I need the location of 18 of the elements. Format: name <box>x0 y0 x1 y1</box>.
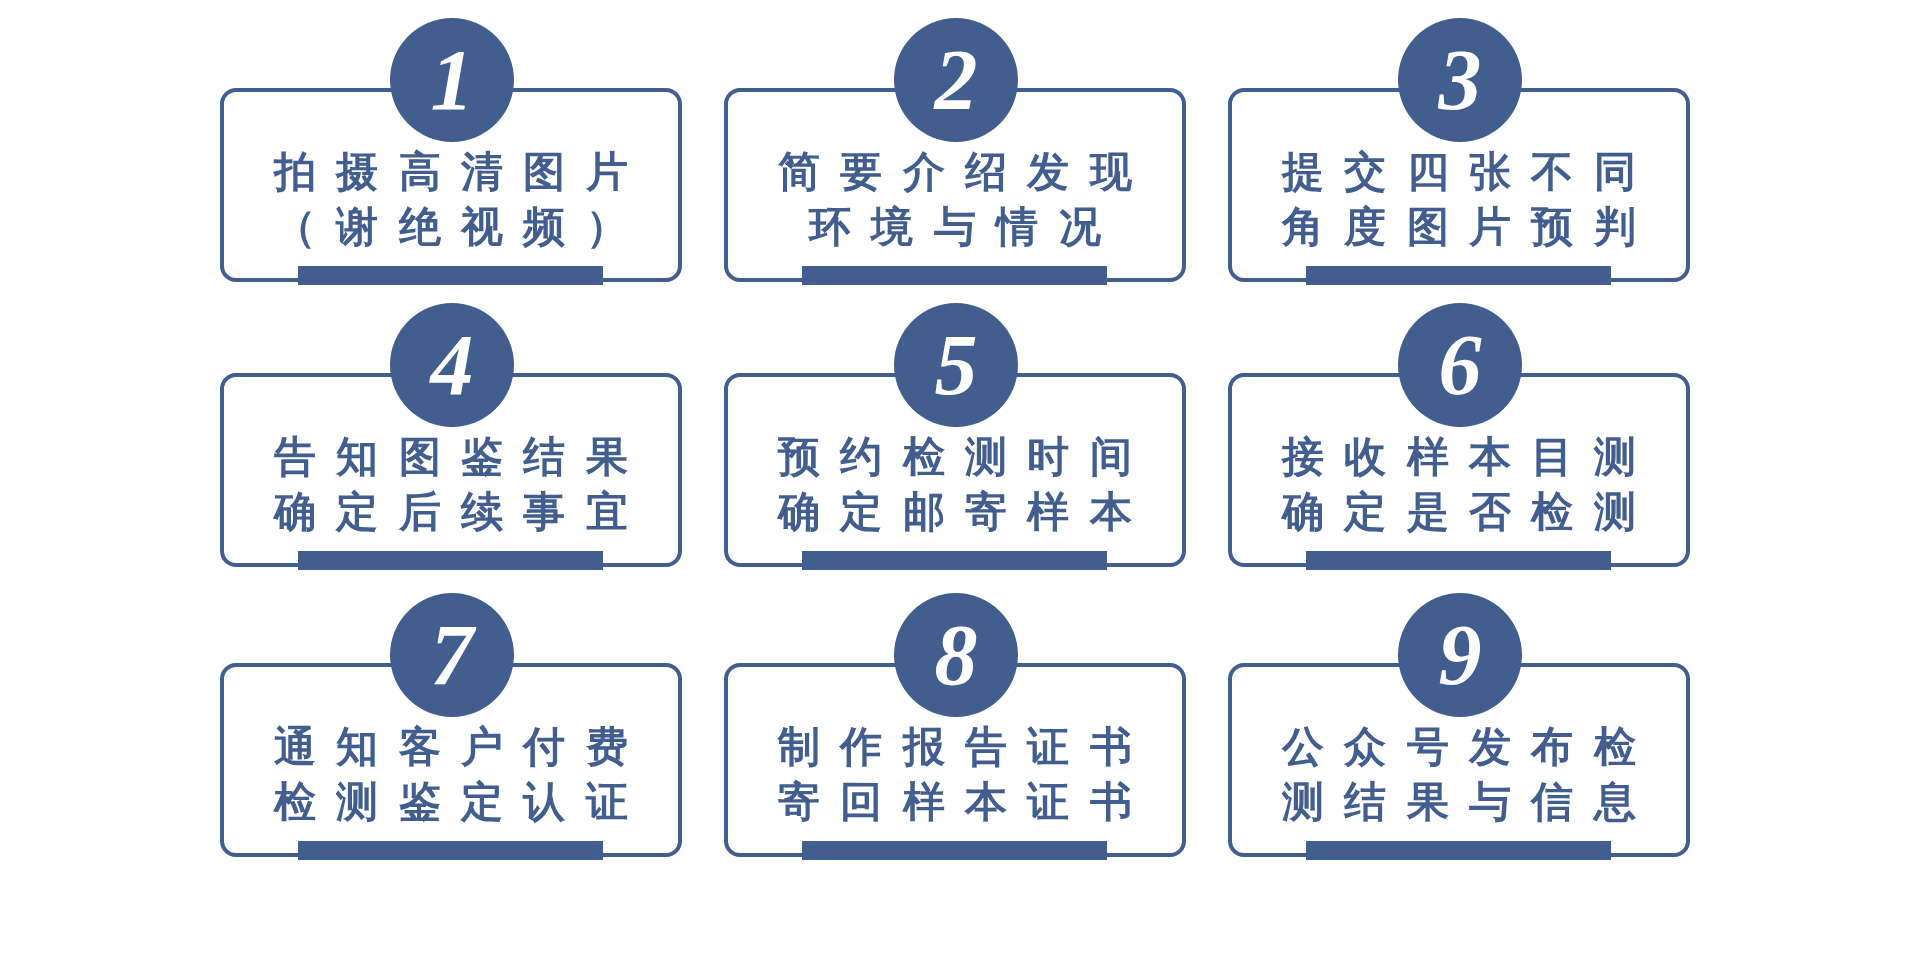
step-text: 接收样本目测确定是否检测 <box>1280 431 1658 538</box>
number-badge: 7 <box>390 593 514 717</box>
step-text: 拍摄高清图片（谢绝视频） <box>272 146 650 253</box>
number-badge: 5 <box>894 303 1018 427</box>
number-badge: 3 <box>1398 18 1522 142</box>
number-badge: 9 <box>1398 593 1522 717</box>
number-badge: 4 <box>390 303 514 427</box>
step-text: 提交四张不同角度图片预判 <box>1280 146 1658 253</box>
number-badge: 1 <box>390 18 514 142</box>
number-badge: 2 <box>894 18 1018 142</box>
number-badge: 8 <box>894 593 1018 717</box>
step-text: 制作报告证书寄回样本证书 <box>776 721 1154 828</box>
step-text: 告知图鉴结果确定后续事宜 <box>272 431 650 538</box>
step-text: 简要介绍发现环境与情况 <box>776 146 1154 253</box>
step-text: 预约检测时间确定邮寄样本 <box>776 431 1154 538</box>
step-text: 公众号发布检测结果与信息 <box>1280 721 1658 828</box>
step-text: 通知客户付费检测鉴定认证 <box>272 721 650 828</box>
number-badge: 6 <box>1398 303 1522 427</box>
